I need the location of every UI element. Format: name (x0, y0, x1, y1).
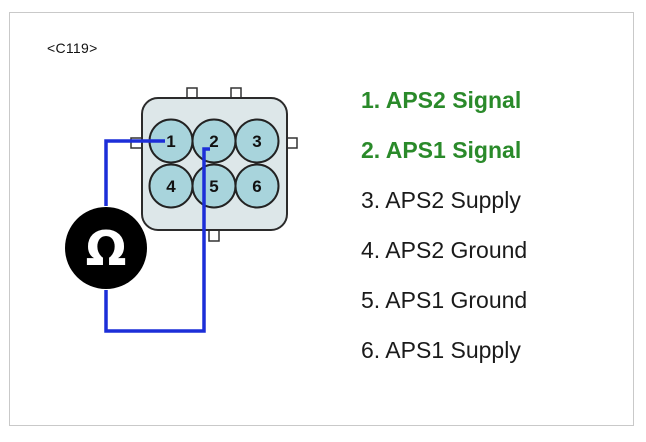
meter-lead-wire-a (104, 139, 165, 206)
ohmmeter-icon (65, 207, 147, 289)
pin-desc-3: 3. APS2 Supply (361, 187, 521, 213)
pin-desc-5: 5. APS1 Ground (361, 287, 528, 313)
pin-desc-6: 6. APS1 Supply (361, 337, 521, 363)
pin-number-1: 1 (166, 132, 175, 151)
pin-desc-1: 1. APS2 Signal (361, 87, 522, 113)
pin-number-4: 4 (166, 177, 176, 196)
meter-lead-wire-b (104, 147, 210, 333)
pin-number-3: 3 (252, 132, 261, 151)
pin-desc-4: 4. APS2 Ground (361, 237, 528, 263)
pin-number-6: 6 (252, 177, 261, 196)
pin-number-5: 5 (209, 177, 218, 196)
connector-id-label: <C119> (47, 40, 98, 56)
pin-6-circle (234, 163, 280, 209)
pin-desc-2: 2. APS1 Signal (361, 137, 522, 163)
pin-description-list: 1. APS2 Signal 2. APS1 Signal 3. APS2 Su… (361, 82, 527, 382)
ohm-symbol: Ω (86, 221, 127, 277)
pin-number-2: 2 (209, 132, 218, 151)
pin-3-circle (234, 118, 280, 164)
